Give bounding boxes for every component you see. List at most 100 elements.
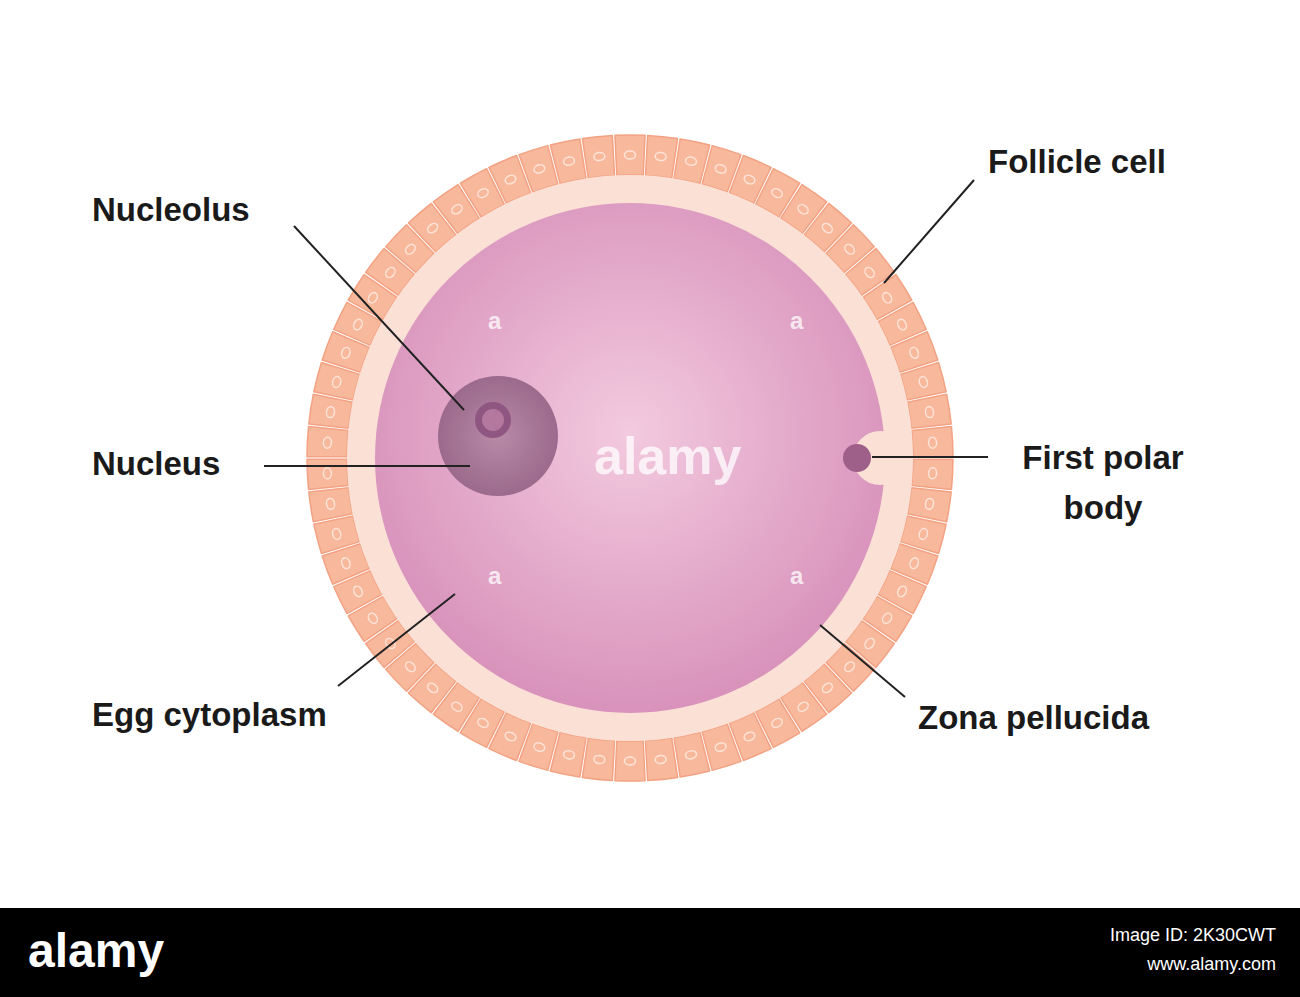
cell-nucleus bbox=[655, 152, 667, 161]
follicle-cell bbox=[314, 516, 360, 553]
follicle-cell bbox=[615, 135, 645, 175]
cell-nucleus bbox=[925, 498, 935, 510]
part-label: Egg cytoplasm bbox=[92, 696, 327, 734]
cell-nucleus bbox=[326, 406, 336, 418]
follicle-cell bbox=[674, 732, 710, 777]
cell-nucleus bbox=[504, 731, 517, 743]
cell-nucleus bbox=[896, 318, 908, 331]
nucleolus bbox=[475, 402, 511, 438]
follicle-cell bbox=[582, 135, 614, 178]
nucleus bbox=[438, 376, 558, 496]
cell-nucleus bbox=[896, 585, 908, 598]
cell-nucleus bbox=[426, 221, 440, 234]
cell-nucleus bbox=[352, 318, 364, 331]
cell-nucleus bbox=[928, 437, 937, 448]
cell-nucleus bbox=[450, 700, 464, 713]
part-label: First polar body bbox=[998, 433, 1208, 533]
follicle-cell bbox=[907, 394, 951, 428]
follicle-cell-layer bbox=[307, 135, 953, 781]
follicle-cell bbox=[309, 488, 353, 522]
cell-nucleus bbox=[770, 717, 784, 729]
cell-nucleus bbox=[384, 266, 397, 280]
leader-lines bbox=[264, 180, 988, 697]
cell-nucleus bbox=[770, 187, 784, 199]
follicle-cell bbox=[900, 363, 946, 400]
follicle-cell bbox=[907, 488, 951, 522]
cell-nucleus bbox=[908, 346, 919, 359]
cell-nucleus bbox=[367, 291, 380, 305]
leader-line bbox=[338, 594, 455, 686]
cell-nucleus bbox=[821, 221, 835, 234]
cell-nucleus bbox=[625, 757, 636, 765]
part-label: Nucleolus bbox=[92, 191, 250, 229]
follicle-cell bbox=[582, 738, 614, 781]
cell-nucleus bbox=[918, 376, 929, 389]
leader-line bbox=[264, 465, 470, 467]
leader-line bbox=[884, 180, 974, 283]
footer-logo: alamy bbox=[28, 922, 164, 980]
cell-nucleus bbox=[326, 498, 336, 510]
cell-nucleus bbox=[821, 681, 835, 694]
cell-nucleus bbox=[863, 637, 876, 651]
footer-url: www.alamy.com bbox=[1147, 953, 1276, 975]
cell-nucleus bbox=[450, 203, 464, 216]
cell-nucleus bbox=[533, 163, 546, 174]
follicle-cell bbox=[307, 459, 348, 489]
cell-nucleus bbox=[404, 243, 417, 256]
follicle-cell bbox=[912, 427, 953, 457]
follicle-cell bbox=[550, 139, 586, 184]
cell-nucleus bbox=[843, 243, 856, 256]
follicle-cell bbox=[645, 135, 677, 178]
image-id: Image ID: 2K30CWT bbox=[1110, 924, 1276, 946]
part-label: Zona pellucida bbox=[918, 699, 1149, 737]
cell-nucleus bbox=[340, 346, 351, 359]
cell-nucleus bbox=[352, 585, 364, 598]
cell-nucleus bbox=[796, 700, 810, 713]
cell-nucleus bbox=[331, 528, 342, 541]
follicle-cell bbox=[307, 427, 348, 457]
cell-nucleus bbox=[504, 174, 517, 186]
cell-nucleus bbox=[625, 151, 636, 159]
follicle-cell bbox=[615, 741, 645, 781]
follicle-cell bbox=[912, 459, 953, 489]
leader-line bbox=[872, 456, 988, 458]
cell-nucleus bbox=[863, 266, 876, 280]
watermark: a bbox=[488, 561, 501, 590]
part-label: Follicle cell bbox=[988, 143, 1166, 181]
cell-nucleus bbox=[685, 156, 697, 166]
cell-nucleus bbox=[925, 406, 935, 418]
cell-nucleus bbox=[533, 742, 546, 753]
cell-nucleus bbox=[655, 755, 667, 764]
cell-nucleus bbox=[476, 717, 490, 729]
leader-line bbox=[820, 625, 905, 697]
watermark: a bbox=[488, 306, 501, 335]
cell-nucleus bbox=[928, 468, 937, 479]
cell-nucleus bbox=[881, 611, 894, 625]
cell-nucleus bbox=[563, 750, 575, 760]
cell-nucleus bbox=[743, 731, 756, 743]
cell-nucleus bbox=[843, 660, 856, 673]
cell-nucleus bbox=[563, 156, 575, 166]
leader-line bbox=[294, 226, 464, 410]
cell-nucleus bbox=[331, 376, 342, 389]
cell-nucleus bbox=[593, 152, 605, 161]
cell-nucleus bbox=[743, 174, 756, 186]
follicle-cell bbox=[645, 738, 677, 781]
cell-nucleus bbox=[881, 291, 894, 305]
follicle-cell bbox=[309, 394, 353, 428]
polar-body bbox=[843, 444, 871, 472]
cell-nucleus bbox=[367, 611, 380, 625]
watermark: alamy bbox=[594, 425, 741, 487]
part-label: Nucleus bbox=[92, 445, 220, 483]
cell-nucleus bbox=[918, 528, 929, 541]
cell-nucleus bbox=[908, 557, 919, 570]
cell-nucleus bbox=[714, 163, 727, 174]
cell-nucleus bbox=[323, 468, 332, 479]
nucleolus-core bbox=[482, 409, 504, 431]
cell-nucleus bbox=[593, 755, 605, 764]
egg-cytoplasm bbox=[375, 203, 885, 713]
cell-nucleus bbox=[685, 750, 697, 760]
cell-nucleus bbox=[476, 187, 490, 199]
zona-pellucida bbox=[347, 175, 913, 741]
watermark: a bbox=[790, 561, 803, 590]
